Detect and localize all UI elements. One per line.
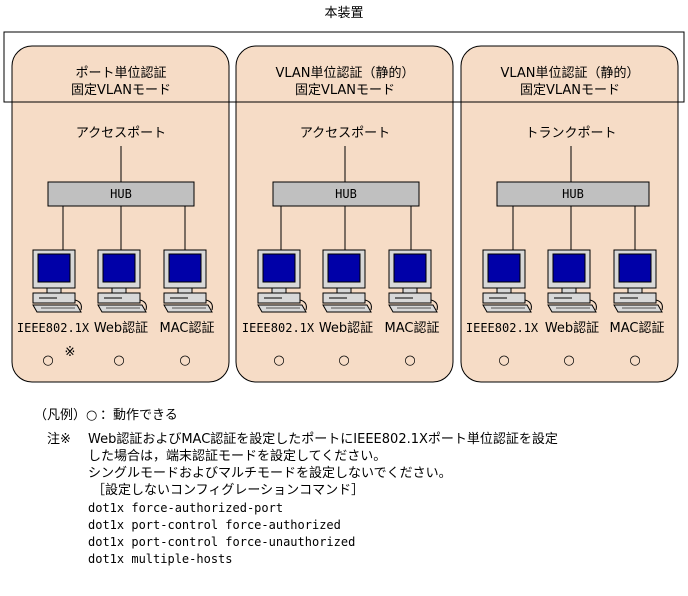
panel-2-hub-label: HUB — [335, 187, 357, 201]
panel-1-pc-mac-icon — [163, 249, 213, 313]
note-line-4: ［設定しないコンフィグレーションコマンド］ — [92, 482, 364, 498]
panel-3-hub — [496, 181, 650, 207]
panel-2-pc-dot1x-icon — [257, 249, 307, 313]
legend-symbol: ○ — [86, 408, 97, 423]
note-line-1: Web認証およびMAC認証を設定したポートにIEEE802.1Xポート単位認証を… — [88, 431, 558, 447]
panel-1-port-label: アクセスポート — [76, 126, 166, 141]
panel-1-terminal-mac-label: MAC認証 — [160, 320, 215, 336]
panel-2-terminal-web-label: Web認証 — [319, 320, 373, 336]
note-command-1: dot1x force-authorized-port — [88, 501, 283, 515]
note-marker: 注※ — [47, 432, 71, 447]
panel-3-terminal-web-mark: ○ — [563, 353, 574, 368]
panel-3-terminal-mac-mark: ○ — [629, 353, 640, 368]
panel-3-terminal-mac-label: MAC認証 — [610, 320, 665, 336]
panel-2-terminal-web-mark: ○ — [338, 353, 349, 368]
note-command-4: dot1x multiple-hosts — [88, 552, 233, 566]
panel-2-port-label: アクセスポート — [300, 126, 390, 141]
panel-1-terminal-dot1x-label: IEEE802.1X — [17, 321, 90, 335]
panel-1-terminal-dot1x-mark: ○ — [42, 353, 53, 368]
panel-3-terminal-dot1x-mark: ○ — [498, 353, 509, 368]
panel-1-hub-label: HUB — [110, 187, 132, 201]
panel-3-pc-mac-icon — [613, 249, 663, 313]
panel-2-mode-line2: 固定VLANモード — [295, 83, 395, 98]
panel-3-terminal-dot1x-label: IEEE802.1X — [466, 321, 539, 335]
panel-1-mode-line2: 固定VLANモード — [71, 83, 171, 98]
panel-1-terminal-dot1x-note: ※ — [65, 345, 76, 360]
panel-1-pc-dot1x-icon — [32, 249, 82, 313]
panel-1-pc-web-icon — [97, 249, 147, 313]
panel-2-pc-mac-icon — [388, 249, 438, 313]
legend-prefix: （凡例） — [34, 408, 86, 423]
device-outline — [3, 31, 685, 103]
note-command-3: dot1x port-control force-unauthorized — [88, 535, 355, 549]
panel-3-mode-line2: 固定VLANモード — [520, 83, 620, 98]
note-command-2: dot1x port-control force-authorized — [88, 518, 341, 532]
panel-1-terminal-web-mark: ○ — [113, 353, 124, 368]
panel-2-terminal-dot1x-mark: ○ — [273, 353, 284, 368]
panel-1-terminal-mac-mark: ○ — [179, 353, 190, 368]
panel-3-hub-label: HUB — [562, 187, 584, 201]
legend-text: ：動作できる — [100, 408, 178, 423]
panel-2-hub — [272, 181, 420, 207]
panel-1-terminal-web-label: Web認証 — [94, 320, 148, 336]
panel-3-mode-line1: VLAN単位認証（静的） — [500, 65, 639, 81]
panel-2-mode-line1: VLAN単位認証（静的） — [275, 65, 414, 81]
panel-1-hub — [47, 181, 195, 207]
panel-2-terminal-mac-label: MAC認証 — [385, 320, 440, 336]
panel-3-terminal-web-label: Web認証 — [545, 320, 599, 336]
device-label: 本装置 — [324, 6, 363, 21]
note-line-3: シングルモードおよびマルチモードを設定しないでください。 — [88, 465, 452, 481]
note-line-2: した場合は，端末認証モードを設定してください。 — [88, 448, 386, 464]
panel-2-terminal-dot1x-label: IEEE802.1X — [242, 321, 315, 335]
panel-3-port-label: トランクポート — [525, 126, 616, 141]
panel-2-pc-web-icon — [322, 249, 372, 313]
panel-3-pc-dot1x-icon — [482, 249, 532, 313]
panel-1-mode-line1: ポート単位認証 — [75, 65, 166, 81]
panel-3-pc-web-icon — [547, 249, 597, 313]
panel-2-terminal-mac-mark: ○ — [404, 353, 415, 368]
